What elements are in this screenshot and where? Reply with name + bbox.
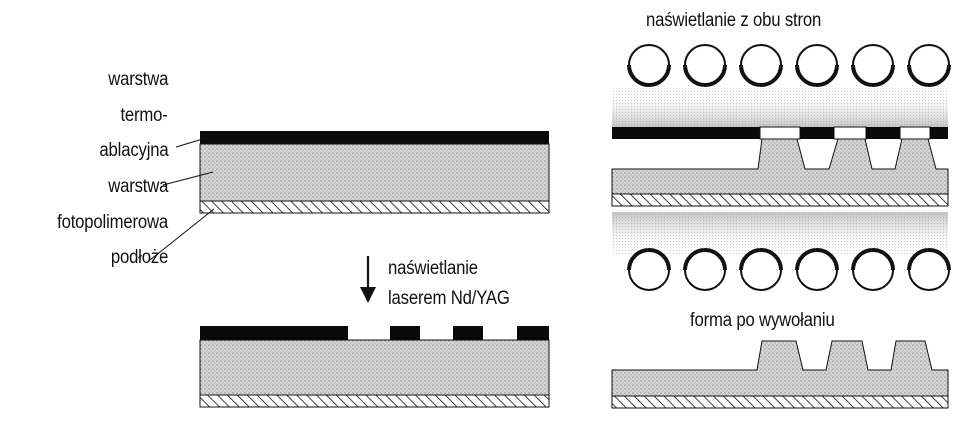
label-termo-2: termo- xyxy=(120,105,168,126)
lamp-icon xyxy=(627,44,671,87)
label-foto-2: fotopolimerowa xyxy=(57,212,168,233)
ablation-layer xyxy=(200,131,549,144)
lamp-icon xyxy=(795,44,839,87)
photopolymer-layer xyxy=(199,143,550,202)
mask-block-3 xyxy=(453,326,483,340)
lamp-icon xyxy=(627,248,671,291)
label-developed: forma po wywołaniu xyxy=(690,310,835,331)
mask-block-4 xyxy=(517,326,549,340)
lamps-bottom xyxy=(627,248,951,291)
label-podloze: podłoże xyxy=(110,247,169,268)
initial-plate xyxy=(199,131,550,214)
exposure-zone xyxy=(612,88,948,254)
label-termo-3: ablacyjna xyxy=(98,140,168,161)
lamps-top xyxy=(627,44,951,87)
lamp-icon xyxy=(907,44,951,87)
lasered-plate xyxy=(199,326,550,408)
substrate-layer xyxy=(199,200,550,214)
substrate-layer-2 xyxy=(199,394,550,408)
exposed-plate xyxy=(611,126,949,207)
label-foto-1: warstwa xyxy=(107,176,168,197)
mask-block-1 xyxy=(200,326,348,340)
lamp-icon xyxy=(683,248,727,291)
leader-lines xyxy=(149,137,215,261)
lamp-icon xyxy=(907,248,951,291)
lamp-icon xyxy=(739,44,783,87)
lamp-icon xyxy=(851,248,895,291)
label-laser-2: laserem Nd/YAG xyxy=(388,288,510,309)
photopolymer-layer-2 xyxy=(199,339,550,396)
lamp-icon xyxy=(795,248,839,291)
mask-block-2 xyxy=(390,326,420,340)
lamp-icon xyxy=(683,44,727,87)
label-laser-1: naświetlanie xyxy=(388,258,478,279)
lamp-icon xyxy=(739,248,783,291)
label-both-sides: naświetlanie z obu stron xyxy=(646,10,822,31)
down-arrow-icon xyxy=(360,256,376,303)
lamp-icon xyxy=(851,44,895,87)
developed-plate xyxy=(611,340,949,409)
label-termo-1: warstwa xyxy=(107,69,168,90)
